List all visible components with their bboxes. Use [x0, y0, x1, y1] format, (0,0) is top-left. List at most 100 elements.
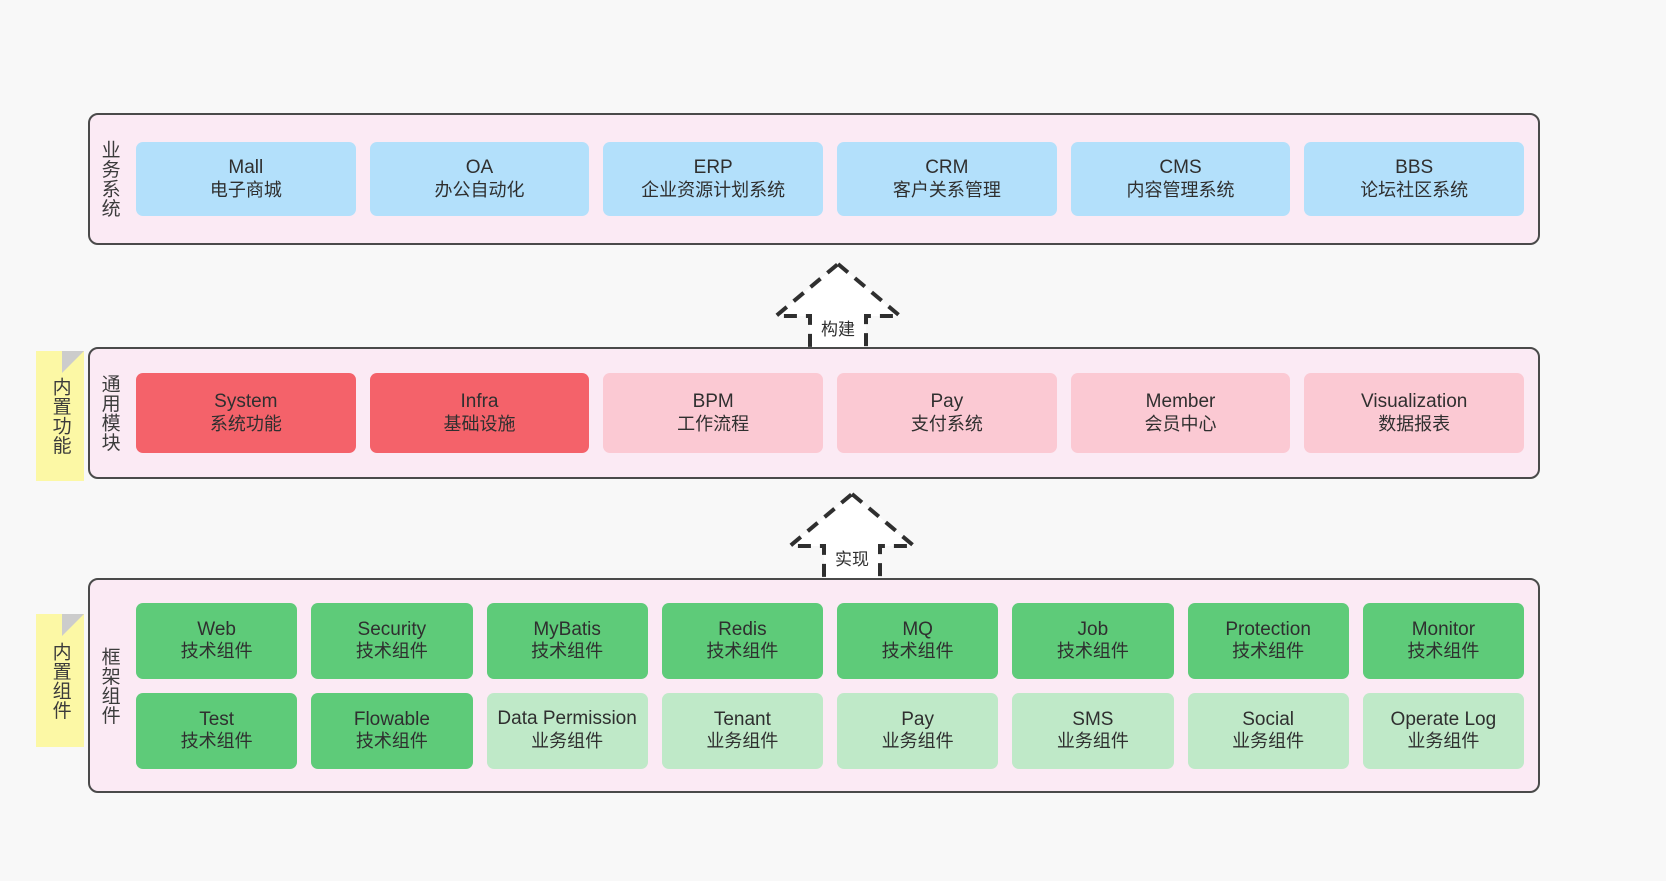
node-title-cn: 基础设施	[443, 413, 516, 434]
layer-title-framework-component: 框架组件	[98, 646, 120, 725]
node-security[interactable]: Security 技术组件	[311, 602, 473, 679]
note-label: 内置功能	[49, 377, 71, 455]
node-job[interactable]: Job 技术组件	[1012, 602, 1174, 679]
node-title-cn: 支付系统	[910, 413, 983, 434]
node-title-en: Infra	[460, 391, 499, 413]
node-title-cn: 技术组件	[706, 641, 779, 662]
node-flowable[interactable]: Flowable 技术组件	[311, 692, 473, 769]
node-title-en: System	[214, 391, 278, 413]
node-title-en: Visualization	[1361, 391, 1468, 413]
node-title-cn: 业务组件	[1056, 731, 1129, 752]
layer-body-framework-component: Web 技术组件 Security 技术组件 MyBatis 技术组件 Redi…	[128, 580, 1538, 791]
node-mybatis[interactable]: MyBatis 技术组件	[486, 602, 648, 679]
node-title-cn: 业务组件	[1232, 731, 1305, 752]
node-title-cn: 系统功能	[209, 413, 282, 434]
node-pay[interactable]: Pay 支付系统	[837, 373, 1057, 453]
node-title-en: Test	[199, 708, 235, 730]
node-title-cn: 数据报表	[1378, 413, 1451, 434]
node-protection[interactable]: Protection 技术组件	[1187, 602, 1349, 679]
dashed-hollow-arrow-up-icon	[770, 261, 906, 358]
note-builtin-function: 内置功能	[36, 351, 84, 481]
node-title-en: Social	[1242, 708, 1294, 730]
node-monitor[interactable]: Monitor 技术组件	[1362, 602, 1524, 679]
connector-label-build: 构建	[821, 320, 855, 339]
node-member[interactable]: Member 会员中心	[1070, 373, 1291, 453]
node-title-en: BBS	[1395, 157, 1434, 179]
node-title-en: SMS	[1072, 708, 1114, 730]
node-title-cn: 技术组件	[180, 731, 253, 752]
node-title-en: Mall	[228, 157, 264, 179]
node-title-en: MyBatis	[533, 618, 601, 640]
node-crm[interactable]: CRM 客户关系管理	[837, 142, 1057, 216]
layer-framework-component: 框架组件 Web 技术组件 Security 技术组件 MyBatis 技术组件…	[88, 578, 1540, 793]
node-title-en: Web	[197, 618, 236, 640]
note-label: 内置组件	[49, 641, 71, 720]
node-title-cn: 技术组件	[1407, 641, 1480, 662]
node-bbs[interactable]: BBS 论坛社区系统	[1304, 142, 1525, 216]
node-title-en: BPM	[692, 391, 734, 413]
node-social[interactable]: Social 业务组件	[1187, 692, 1349, 769]
node-title-cn: 电子商城	[209, 179, 282, 200]
node-title-cn: 业务组件	[1407, 731, 1480, 752]
node-row: Test 技术组件 Flowable 技术组件 Data Permission …	[136, 692, 1524, 769]
node-title-en: Monitor	[1411, 618, 1476, 640]
node-row: System 系统功能 Infra 基础设施 BPM 工作流程 Pay 支付系统…	[136, 373, 1525, 453]
node-tenant[interactable]: Tenant 业务组件	[661, 692, 823, 769]
node-data-permission[interactable]: Data Permission 业务组件	[486, 692, 648, 769]
dashed-hollow-arrow-up-icon	[784, 491, 920, 588]
node-mq[interactable]: MQ 技术组件	[837, 602, 999, 679]
layer-common-module: 通用模块 System 系统功能 Infra 基础设施 BPM 工作流程 Pay	[88, 347, 1540, 479]
node-title-en: Redis	[718, 618, 767, 640]
connector-build: 构建	[748, 258, 928, 358]
node-operate-log[interactable]: Operate Log 业务组件	[1362, 692, 1524, 769]
node-sms[interactable]: SMS 业务组件	[1012, 692, 1174, 769]
node-test[interactable]: Test 技术组件	[136, 692, 298, 769]
layer-body-common-module: System 系统功能 Infra 基础设施 BPM 工作流程 Pay 支付系统…	[128, 349, 1538, 477]
node-title-cn: 客户关系管理	[892, 179, 1001, 200]
node-title-cn: 业务组件	[706, 731, 779, 752]
node-title-en: Operate Log	[1390, 708, 1497, 730]
node-title-cn: 技术组件	[180, 641, 253, 662]
node-web[interactable]: Web 技术组件	[136, 602, 298, 679]
node-title-en: Security	[357, 618, 427, 640]
connector-implement: 实现	[762, 488, 942, 588]
node-title-en: OA	[465, 157, 494, 179]
node-infra[interactable]: Infra 基础设施	[369, 373, 590, 453]
node-title-cn: 会员中心	[1144, 413, 1217, 434]
node-erp[interactable]: ERP 企业资源计划系统	[603, 142, 824, 216]
node-bpm[interactable]: BPM 工作流程	[603, 373, 824, 453]
node-title-cn: 技术组件	[355, 731, 428, 752]
node-title-en: Data Permission	[497, 708, 637, 730]
node-redis[interactable]: Redis 技术组件	[661, 602, 823, 679]
node-visualization[interactable]: Visualization 数据报表	[1304, 373, 1525, 453]
layer-title-business-system: 业务系统	[98, 140, 120, 218]
node-title-cn: 业务组件	[531, 730, 604, 751]
node-oa[interactable]: OA 办公自动化	[369, 142, 590, 216]
node-title-cn: 企业资源计划系统	[641, 179, 786, 200]
node-title-en: ERP	[693, 157, 733, 179]
node-row: Web 技术组件 Security 技术组件 MyBatis 技术组件 Redi…	[136, 602, 1524, 679]
node-system[interactable]: System 系统功能	[136, 373, 356, 453]
node-title-en: Pay	[901, 708, 934, 730]
node-cms[interactable]: CMS 内容管理系统	[1070, 142, 1291, 216]
node-row: Mall 电子商城 OA 办公自动化 ERP 企业资源计划系统 CRM 客户关系…	[136, 142, 1525, 216]
node-title-cn: 论坛社区系统	[1360, 179, 1469, 200]
node-title-en: Member	[1145, 391, 1216, 413]
connector-label-implement: 实现	[835, 550, 869, 569]
node-title-en: CRM	[925, 157, 969, 179]
node-title-cn: 办公自动化	[434, 179, 525, 200]
node-title-en: MQ	[902, 618, 933, 640]
layer-title-common-module: 通用模块	[98, 374, 120, 452]
node-title-cn: 技术组件	[531, 641, 604, 662]
node-title-en: Pay	[930, 391, 964, 413]
node-mall[interactable]: Mall 电子商城	[136, 142, 356, 216]
node-title-cn: 业务组件	[881, 731, 954, 752]
node-title-cn: 技术组件	[355, 641, 428, 662]
node-title-cn: 工作流程	[677, 413, 750, 434]
node-title-en: Flowable	[353, 708, 430, 730]
node-title-en: Protection	[1225, 618, 1311, 640]
node-pay-component[interactable]: Pay 业务组件	[837, 692, 999, 769]
node-title-cn: 技术组件	[1232, 641, 1305, 662]
node-title-cn: 技术组件	[881, 641, 954, 662]
